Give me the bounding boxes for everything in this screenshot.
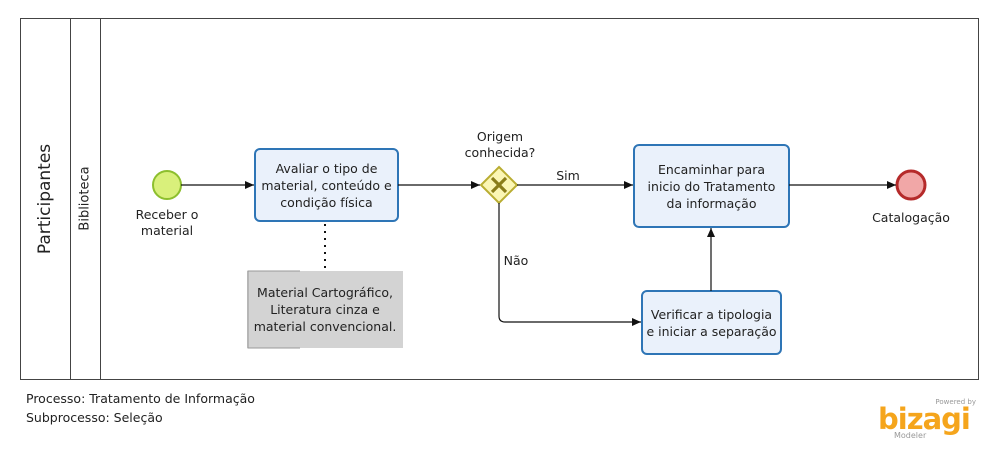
gateway-no-label: Não — [503, 253, 529, 268]
task-encaminhar[interactable]: Encaminhar para inicio do Tratamento da … — [647, 161, 776, 211]
end-event-label: Catalogação — [872, 210, 950, 225]
start-event-label: Receber o material — [135, 207, 199, 238]
process-label: Processo: Tratamento de Informação — [26, 391, 255, 406]
gateway-x-icon — [490, 176, 508, 194]
bizagi-logo: Powered by bizagi Modeler — [878, 398, 978, 440]
pool-label-text: Participantes — [35, 143, 56, 254]
lane-label-text: Biblioteca — [77, 166, 93, 231]
annotation-bracket — [247, 270, 300, 349]
logo-name-text: bizagi — [878, 402, 971, 436]
flow-gateway-nao[interactable] — [498, 203, 641, 326]
annotation-box — [247, 271, 403, 348]
task-verificar[interactable]: Verificar a tipologia e iniciar a separa… — [646, 306, 777, 339]
logo-powered-text: Powered by — [935, 398, 976, 406]
gateway-label: Origem conhecida? — [464, 129, 536, 160]
subprocess-label: Subprocesso: Seleção — [26, 410, 163, 425]
pool-label: Participantes — [20, 18, 70, 379]
logo-sub-text: Modeler — [894, 431, 927, 440]
task-encaminhar-box[interactable] — [633, 144, 790, 228]
start-event[interactable] — [152, 170, 182, 200]
lane-label: Biblioteca — [70, 18, 100, 379]
end-event[interactable] — [895, 169, 927, 201]
gateway-yes-label: Sim — [556, 168, 580, 183]
annotation-text: Material Cartográfico, Literatura cinza … — [253, 285, 397, 334]
task-avaliar[interactable]: Avaliar o tipo de material, conteúdo e c… — [261, 160, 392, 210]
